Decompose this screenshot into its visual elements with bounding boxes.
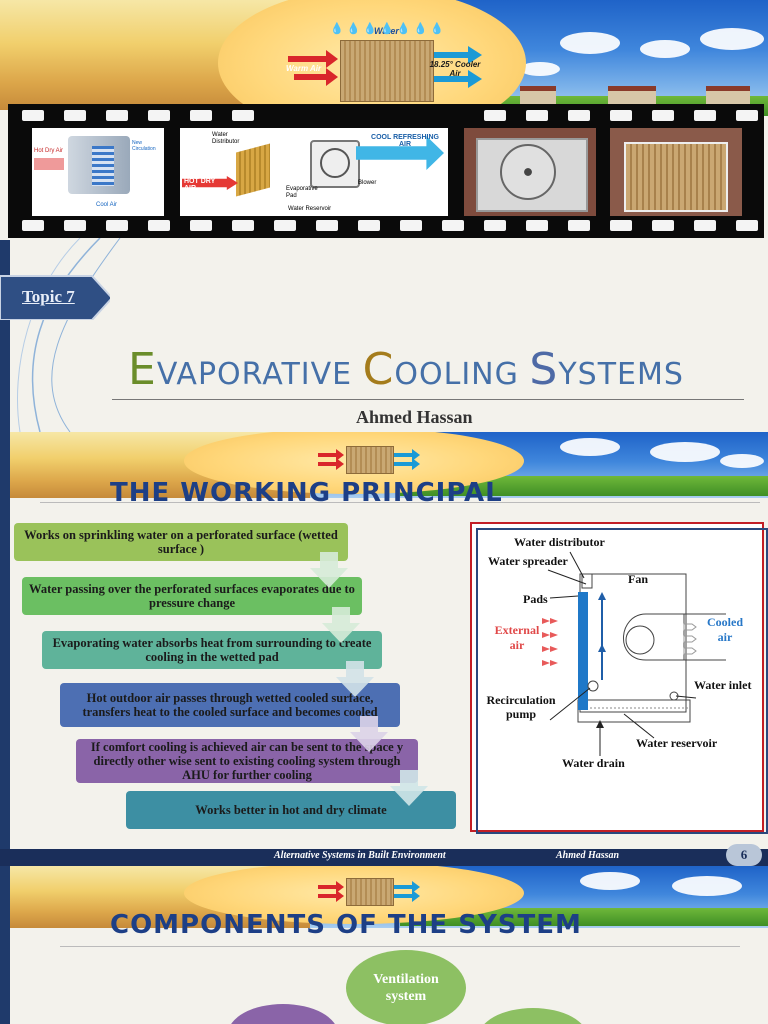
title-rest-2: OOLING bbox=[394, 357, 530, 392]
house-image bbox=[706, 86, 750, 109]
warm-air-label: Warm Air bbox=[286, 64, 322, 73]
evaporative-pad-image bbox=[346, 446, 394, 474]
components-slide: COMPONENTS OF THE SYSTEM Ventilation sys… bbox=[0, 866, 768, 1024]
topic-label[interactable]: Topic 7 bbox=[22, 287, 75, 306]
author-name: Ahmed Hassan bbox=[356, 407, 473, 427]
cooler-air-label: 18.25° Cooler Air bbox=[429, 60, 481, 78]
cooled-air-label: Cooled air bbox=[707, 615, 743, 644]
title-divider bbox=[112, 399, 744, 400]
step-3: Evaporating water absorbs heat from surr… bbox=[42, 631, 382, 669]
cool-air-arrows-icon bbox=[394, 881, 420, 902]
external-air-label: External air bbox=[494, 623, 540, 652]
recirculation-pump-label: Recirculation pump bbox=[486, 693, 556, 721]
down-arrow-icon bbox=[322, 607, 360, 643]
step-4: Hot outdoor air passes through wetted co… bbox=[60, 683, 400, 727]
water-drain-label: Water drain bbox=[562, 756, 625, 770]
air-cooler-diagram-image: Hot Dry Air New Circulation Cool Air bbox=[32, 128, 164, 216]
page-number: 6 bbox=[726, 844, 762, 866]
left-accent-bar bbox=[0, 866, 10, 1024]
topic-tab[interactable] bbox=[0, 274, 110, 320]
cooling-pad-unit-image bbox=[610, 128, 742, 216]
industrial-fan-cooler-image bbox=[464, 128, 596, 216]
title-cap-c: C bbox=[362, 344, 395, 395]
water-inlet-label: Water inlet bbox=[694, 678, 752, 692]
presentation-title: EVAPORATIVE COOLING SYSTEMS bbox=[128, 344, 684, 395]
footer-course: Alternative Systems in Built Environment bbox=[274, 850, 446, 861]
component-node bbox=[478, 1008, 588, 1024]
left-accent-bar bbox=[0, 240, 10, 432]
node-label: Ventilation system bbox=[373, 972, 439, 1004]
evaporative-pad-image bbox=[340, 40, 434, 102]
cool-refreshing-air-label: COOL REFRESHING AIR bbox=[371, 134, 439, 148]
water-distributor-label: Water distributor bbox=[514, 535, 605, 549]
footer-author: Ahmed Hassan bbox=[556, 850, 620, 861]
water-distributor-label: Water Distributor bbox=[212, 132, 240, 145]
pads-label: Pads bbox=[523, 592, 548, 606]
diagram-inner-border bbox=[476, 528, 768, 834]
hot-dry-air-label: Hot Dry Air bbox=[34, 148, 64, 154]
down-arrow-icon bbox=[336, 661, 374, 697]
title-rest-3: YSTEMS bbox=[558, 357, 684, 392]
fan-label: Fan bbox=[628, 572, 649, 586]
ventilation-system-node: Ventilation system bbox=[346, 950, 466, 1024]
warm-air-arrows-icon bbox=[318, 449, 344, 470]
slide-footer: Alternative Systems in Built Environment… bbox=[0, 849, 768, 866]
slide-title: COMPONENTS OF THE SYSTEM bbox=[110, 910, 582, 940]
cool-air-arrows-icon bbox=[394, 449, 420, 470]
house-image bbox=[608, 86, 656, 109]
water-drops-icon: 💧💧💧💧💧💧💧 bbox=[330, 23, 447, 35]
water-spreader-label: Water spreader bbox=[488, 554, 568, 568]
title-rest-1: VAPORATIVE bbox=[156, 357, 363, 392]
title-cap-e: E bbox=[128, 344, 157, 395]
water-reservoir-label: Water reservoir bbox=[636, 736, 718, 750]
water-reservoir-label: Water Reservoir bbox=[288, 206, 332, 212]
water-label: Water bbox=[374, 26, 399, 36]
evaporative-cooling-process-image: HOT DRY AIR COOL REFRESHING AIR Water Di… bbox=[180, 128, 448, 216]
step-1: Works on sprinkling water on a perforate… bbox=[14, 523, 348, 561]
warm-air-arrows-icon bbox=[318, 881, 344, 902]
decorative-curves bbox=[17, 238, 121, 432]
new-circulation-label: New Circulation bbox=[132, 140, 156, 152]
title-slide: Water 💧💧💧💧💧💧💧 Warm Air 18.25° Cooler Air… bbox=[0, 0, 768, 432]
down-arrow-icon bbox=[390, 770, 428, 806]
warm-air-arrows-icon bbox=[288, 50, 338, 86]
slide-title: THE WORKING PRINCIPAL bbox=[110, 478, 503, 508]
step-2: Water passing over the perforated surfac… bbox=[22, 577, 362, 615]
working-principal-slide: THE WORKING PRINCIPAL Works on sprinklin… bbox=[0, 432, 768, 866]
step-5: If comfort cooling is achieved air can b… bbox=[76, 739, 418, 783]
house-image bbox=[520, 86, 556, 109]
cooler-schematic bbox=[542, 551, 726, 756]
down-arrow-icon bbox=[350, 716, 388, 752]
evaporative-pad-label: Evaporative Pad bbox=[286, 186, 318, 199]
cool-air-arrows-icon bbox=[434, 46, 482, 88]
left-accent-bar bbox=[0, 432, 10, 866]
title-cap-s: S bbox=[529, 344, 559, 395]
evaporative-pad-image bbox=[346, 878, 394, 906]
down-arrow-icon bbox=[310, 552, 348, 588]
hot-dry-air-label: HOT DRY AIR bbox=[184, 178, 216, 192]
step-6: Works better in hot and dry climate bbox=[126, 791, 456, 829]
cool-air-label: Cool Air bbox=[96, 202, 118, 208]
film-strip: Hot Dry Air New Circulation Cool Air HOT… bbox=[8, 104, 764, 238]
blower-label: Blower bbox=[358, 180, 377, 186]
component-node bbox=[228, 1004, 338, 1024]
